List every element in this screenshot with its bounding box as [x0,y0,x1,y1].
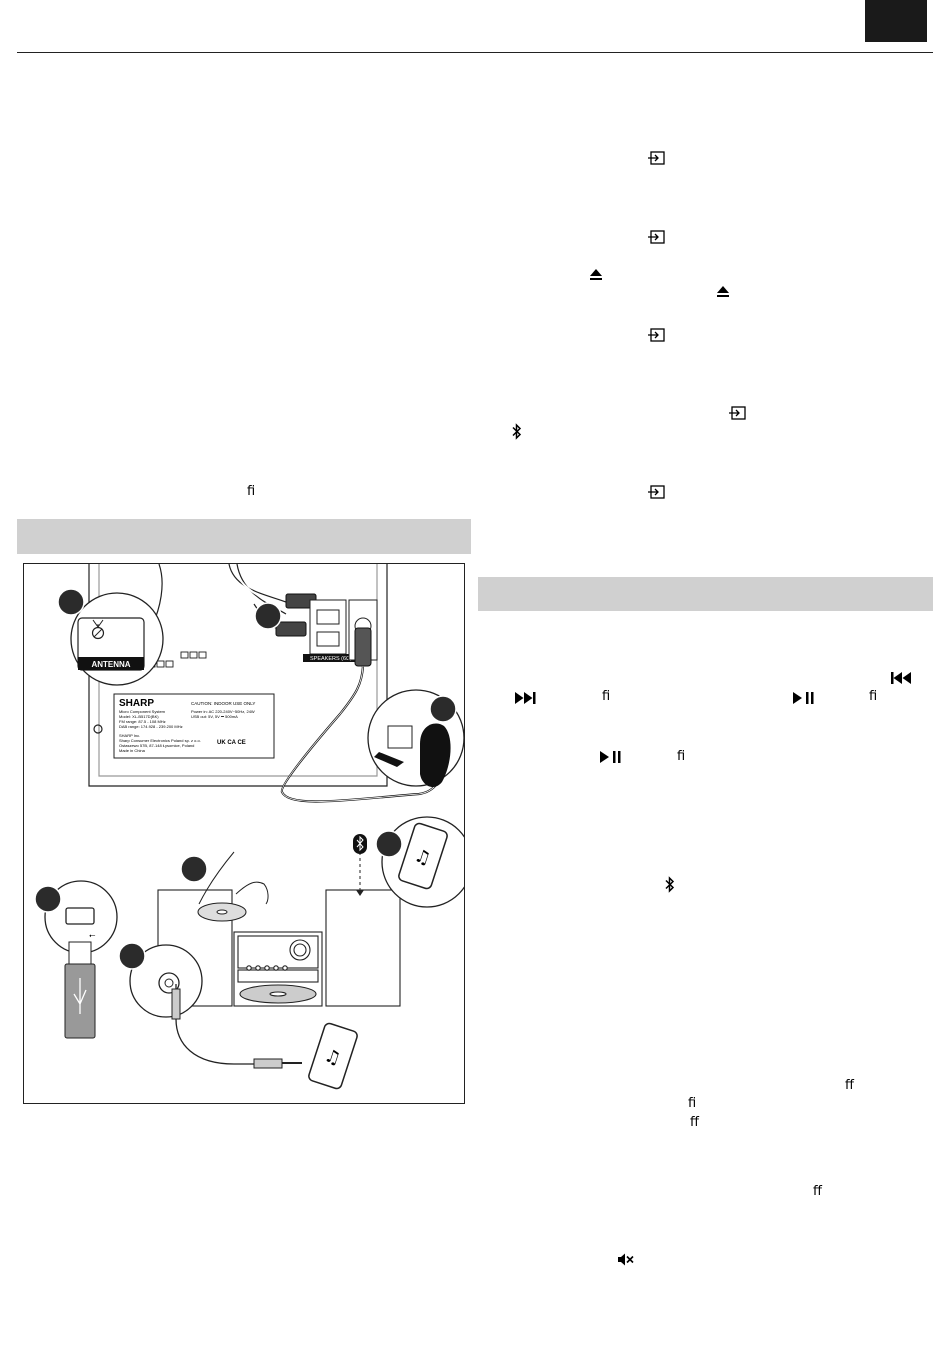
previous-track-icon [891,672,911,684]
rating-line-2: Model: XL-B517D(BK) [119,714,159,719]
rating-line-1: Micro Component System [119,709,166,714]
certification-marks: UK CA CE [217,740,246,746]
bluetooth-icon [665,876,675,893]
music-note-icon: ♫ [412,845,434,870]
ligature-fi: ﬁ [247,484,256,499]
input-source-icon [648,485,665,499]
ligature-ff: ﬀ [845,1078,854,1093]
header-rule [17,52,933,53]
rating-line-3: FM range: 87.5 - 108 MHz [119,719,166,724]
eject-icon [590,269,602,280]
bluetooth-icon [512,423,522,440]
eject-icon [717,286,729,297]
rating-line-4: DAB range: 174.928 - 239.200 MHz [119,724,183,729]
ligature-fi: ﬁ [602,689,611,704]
ligature-fi: ﬁ [688,1096,697,1111]
input-source-icon [648,230,665,244]
input-source-icon [648,328,665,342]
connection-diagram: ANTENNA SPEAKERS (6Ω) SHARP CAUTION: IND [23,563,465,1104]
play-pause-icon [793,692,814,704]
next-track-icon [515,692,536,704]
maker-line-3: Ostaszewo 57B, 87-148 Łysomice, Poland [119,743,194,748]
input-source-icon [648,151,665,165]
connection-illustration: ANTENNA SPEAKERS (6Ω) SHARP CAUTION: IND [34,564,464,1090]
caution-text: CAUTION: INDOOR USE ONLY [191,701,255,706]
section-header-band-right [478,577,933,611]
language-tab [865,0,927,42]
play-pause-icon [600,751,621,763]
ligature-ff: ﬀ [813,1184,822,1199]
antenna-label: ANTENNA [91,660,130,669]
mute-icon [618,1253,634,1266]
ligature-ff: ﬀ [690,1115,699,1130]
ligature-fi: ﬁ [677,749,686,764]
power-line-2: USB out: 5V, 5V ⎓ 500mA [191,714,238,719]
input-source-icon [729,406,746,420]
maker-line-1: SHARP Inc. [119,733,140,738]
power-line-1: Power in: AC 220-240V~50Hz, 24W [191,709,255,714]
usb-icon: ⭠ [89,931,96,940]
speakers-label: SPEAKERS (6Ω) [310,656,352,662]
maker-line-2: Sharp Consumer Electronics Poland sp. z … [119,738,201,743]
ligature-fi: ﬁ [869,689,878,704]
section-header-band-left [17,519,471,554]
brand-logo: SHARP [119,698,154,709]
music-note-icon: ♫ [322,1045,344,1070]
maker-line-4: Made in China [119,748,146,753]
